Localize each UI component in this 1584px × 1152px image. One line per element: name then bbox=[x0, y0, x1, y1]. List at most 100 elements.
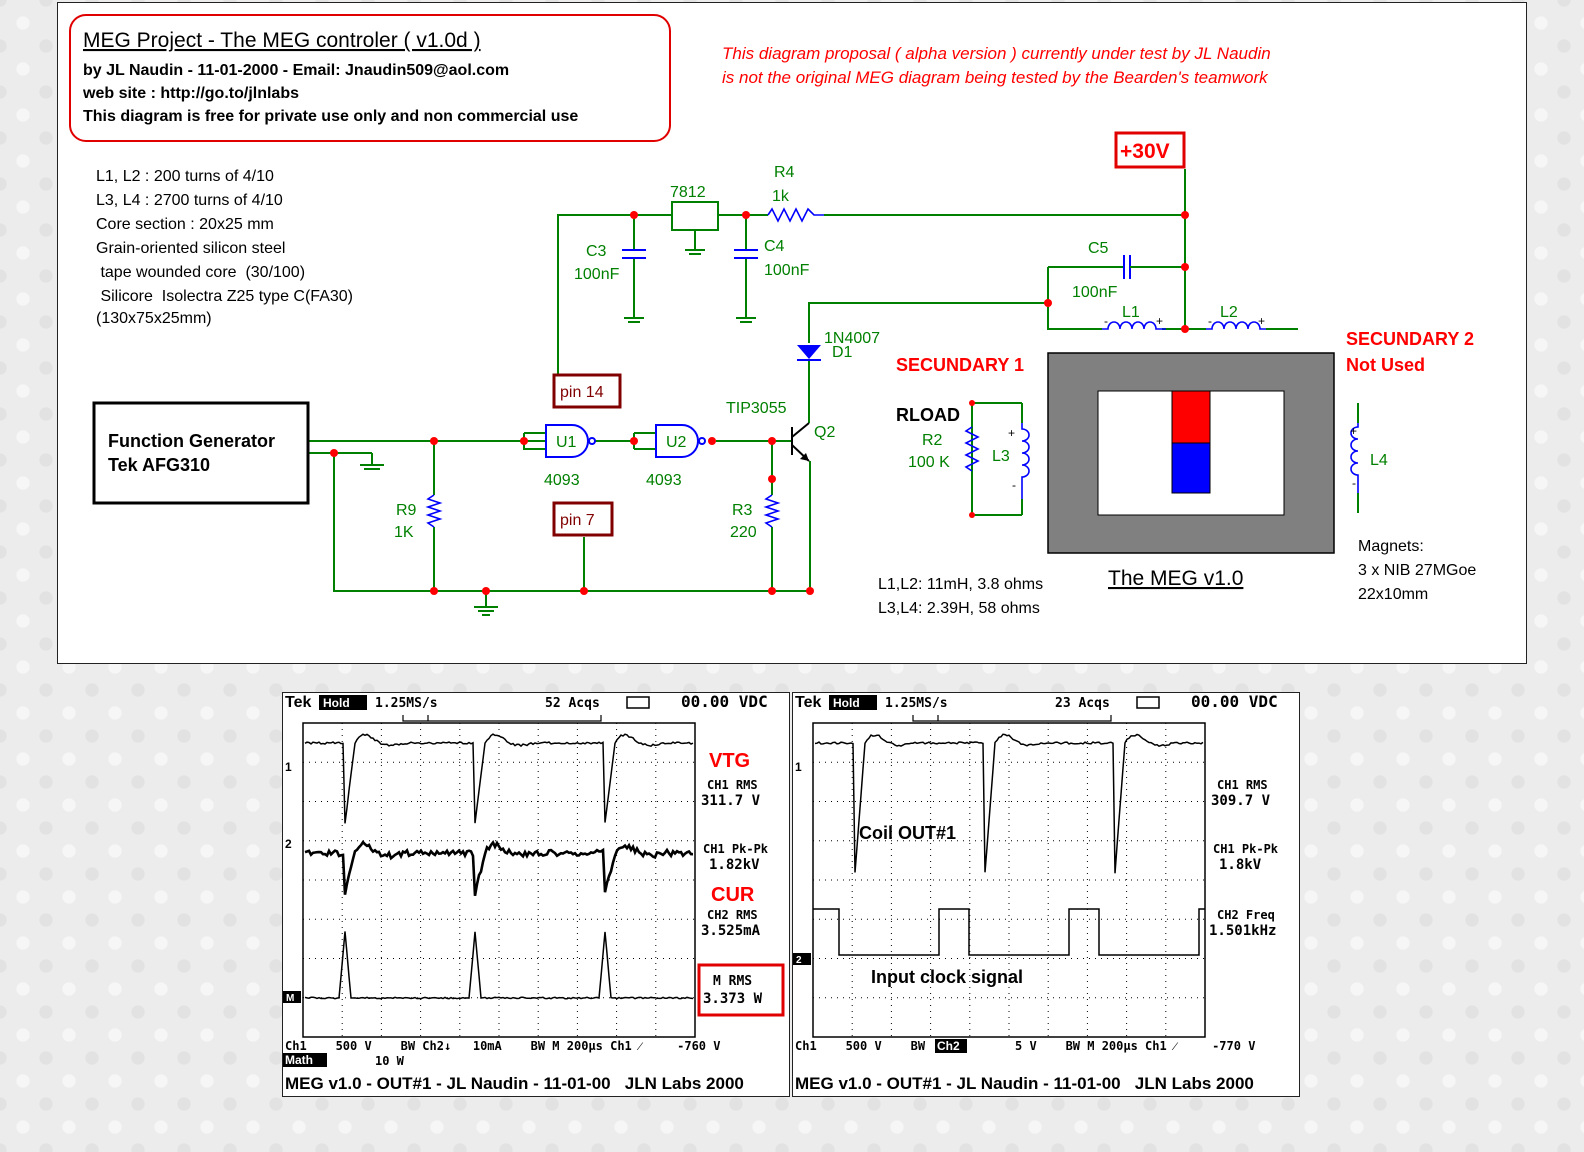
ch1-rms-label: CH1 RMS bbox=[1217, 778, 1268, 792]
ch1-marker: 1 bbox=[285, 760, 292, 774]
ch1-rms-value: 311.7 V bbox=[701, 793, 761, 809]
ch1-rms-label: CH1 RMS bbox=[707, 778, 758, 792]
hold-badge: Hold bbox=[833, 696, 860, 710]
dc-offset: 00.00 VDC bbox=[1191, 693, 1278, 711]
scope-settings-line: Ch1 500 V BW Ch2↓ 10mA BW M 200μs Ch1 ⁄ … bbox=[285, 1039, 720, 1053]
c3-name: C3 bbox=[586, 243, 607, 260]
scope-settings-line-b: 5 V BW M 200μs Ch1 ⁄ -770 V bbox=[1015, 1039, 1255, 1053]
r9-value: 1K bbox=[394, 524, 414, 541]
u2-part: 4093 bbox=[646, 472, 682, 489]
m-rms-value: 3.373 W bbox=[703, 991, 763, 1007]
l4-minus: - bbox=[1352, 476, 1356, 490]
ch2-marker: 2 bbox=[796, 955, 802, 966]
l2-plus: + bbox=[1258, 314, 1265, 328]
ch2-badge: Ch2 bbox=[937, 1039, 960, 1053]
scope-grid bbox=[813, 723, 1205, 1037]
note-line: Core section : 20x25 mm bbox=[96, 216, 274, 233]
resistor-r9 bbox=[428, 495, 440, 527]
cur-label: CUR bbox=[711, 884, 755, 906]
m-rms-label: M RMS bbox=[713, 974, 752, 989]
inductor-l2 bbox=[1206, 322, 1266, 329]
scope-caption: MEG v1.0 - OUT#1 - JL Naudin - 11-01-00 … bbox=[285, 1074, 744, 1093]
note-line: L3, L4 : 2700 turns of 4/10 bbox=[96, 192, 283, 209]
c5-value: 100nF bbox=[1072, 284, 1118, 301]
schematic-diagram: MEG Project - The MEG controler ( v1.0d … bbox=[58, 3, 1528, 665]
secondary-2-label-2: Not Used bbox=[1346, 355, 1425, 375]
pin14-label: pin 14 bbox=[560, 384, 604, 401]
trace-ch1-coil-output bbox=[815, 734, 1203, 873]
rload-label: RLOAD bbox=[896, 405, 960, 425]
secondary-1-label: SECUNDARY 1 bbox=[896, 355, 1024, 375]
ch1-pkpk-value: 1.82kV bbox=[709, 857, 760, 873]
dc-offset: 00.00 VDC bbox=[681, 693, 768, 711]
u1-part: 4093 bbox=[544, 472, 580, 489]
l4-label: L4 bbox=[1370, 452, 1388, 469]
magnets-line-1: Magnets: bbox=[1358, 538, 1424, 555]
transistor-name: Q2 bbox=[814, 424, 835, 441]
function-generator-box bbox=[94, 403, 308, 503]
meg-title: The MEG v1.0 bbox=[1108, 567, 1243, 590]
math-rms-box bbox=[699, 965, 783, 1015]
u2-label: U2 bbox=[666, 434, 687, 451]
scope-area: Tek Hold 1.25MS/s 52 Acqs 00.00 VDC 1 2 … bbox=[282, 692, 1304, 1097]
scope-settings-line-a: Ch1 500 V BW bbox=[795, 1039, 926, 1053]
diode-d1 bbox=[797, 345, 821, 360]
r3-name: R3 bbox=[732, 502, 753, 519]
ch1-pkpk-value: 1.8kV bbox=[1219, 857, 1262, 873]
inductance-line-1: L1,L2: 11mH, 3.8 ohms bbox=[878, 576, 1043, 593]
disclaimer-line-1: This diagram proposal ( alpha version ) … bbox=[722, 44, 1271, 63]
scope-brand: Tek bbox=[285, 694, 311, 711]
l3-minus: - bbox=[1012, 478, 1016, 492]
resistor-r4 bbox=[768, 209, 824, 221]
author-line: by JL Naudin - 11-01-2000 - Email: Jnaud… bbox=[83, 62, 509, 79]
website-line: web site : http://go.to/jlnlabs bbox=[82, 85, 299, 102]
ch1-pkpk-label: CH1 Pk-Pk bbox=[703, 842, 769, 856]
vtg-label: VTG bbox=[709, 750, 750, 772]
page-title: MEG Project - The MEG controler ( v1.0d … bbox=[83, 29, 481, 52]
capacitor-c5 bbox=[1124, 255, 1130, 279]
input-clock-label: Input clock signal bbox=[871, 967, 1023, 987]
l3-label: L3 bbox=[992, 448, 1010, 465]
sample-rate: 1.25MS/s bbox=[885, 696, 948, 711]
inductance-line-2: L3,L4: 2.39H, 58 ohms bbox=[878, 600, 1040, 617]
u1-label: U1 bbox=[556, 434, 577, 451]
note-line: L1, L2 : 200 turns of 4/10 bbox=[96, 168, 274, 185]
supply-label: +30V bbox=[1120, 140, 1170, 163]
sample-rate: 1.25MS/s bbox=[375, 696, 438, 711]
r3-value: 220 bbox=[730, 524, 757, 541]
scope-brand: Tek bbox=[795, 694, 821, 711]
l2-minus: - bbox=[1208, 314, 1212, 328]
ch2-freq-value: 1.501kHz bbox=[1209, 923, 1276, 939]
scope-caption: MEG v1.0 - OUT#1 - JL Naudin - 11-01-00 … bbox=[795, 1074, 1254, 1093]
coil-output-label: Coil OUT#1 bbox=[859, 823, 956, 843]
regulator-7812 bbox=[672, 202, 718, 230]
ch1-marker: 1 bbox=[795, 760, 802, 774]
scope-right-screen: Tek Hold 1.25MS/s 23 Acqs 00.00 VDC 1 2 … bbox=[793, 693, 1301, 1098]
note-line: tape wounded core (30/100) bbox=[96, 264, 305, 281]
r4-name: R4 bbox=[774, 164, 795, 181]
r4-value: 1k bbox=[772, 188, 790, 205]
function-generator-label-2: Tek AFG310 bbox=[108, 455, 210, 475]
inductor-l3 bbox=[1022, 423, 1029, 499]
license-line: This diagram is free for private use onl… bbox=[83, 108, 578, 125]
schematic-panel: MEG Project - The MEG controler ( v1.0d … bbox=[57, 2, 1527, 664]
hold-badge: Hold bbox=[323, 696, 350, 710]
scope-left: Tek Hold 1.25MS/s 52 Acqs 00.00 VDC 1 2 … bbox=[282, 692, 790, 1097]
trace-math-power bbox=[305, 931, 693, 998]
magnets-line-2: 3 x NIB 27MGoe bbox=[1358, 562, 1476, 579]
l2-label: L2 bbox=[1220, 304, 1238, 321]
ch2-rms-value: 3.525mA bbox=[701, 923, 761, 939]
scope-left-screen: Tek Hold 1.25MS/s 52 Acqs 00.00 VDC 1 2 … bbox=[283, 693, 791, 1098]
l3-plus: + bbox=[1008, 426, 1015, 440]
pin7-label: pin 7 bbox=[560, 512, 595, 529]
acq-count: 52 Acqs bbox=[545, 696, 600, 711]
r2-name: R2 bbox=[922, 432, 943, 449]
magnet-north bbox=[1172, 391, 1210, 443]
ch2-rms-label: CH2 RMS bbox=[707, 908, 758, 922]
magnets-line-3: 22x10mm bbox=[1358, 586, 1428, 603]
capacitor-c4 bbox=[734, 250, 758, 258]
r2-value: 100 K bbox=[908, 454, 950, 471]
c5-name: C5 bbox=[1088, 240, 1109, 257]
function-generator-label-1: Function Generator bbox=[108, 431, 275, 451]
math-marker: M bbox=[286, 993, 294, 1004]
